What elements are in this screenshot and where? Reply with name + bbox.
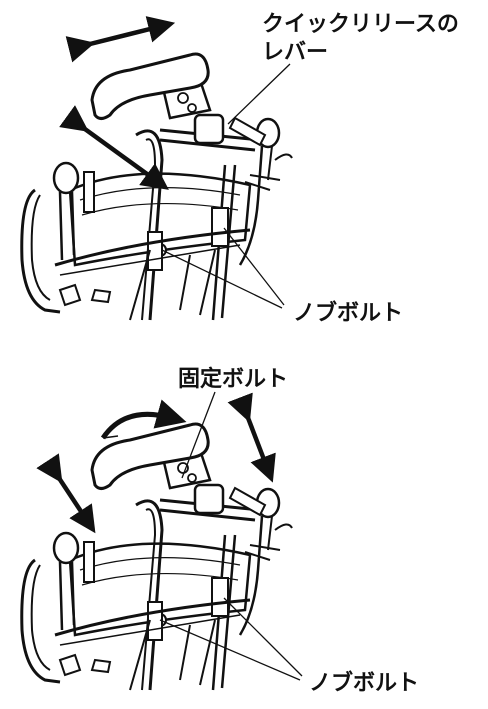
knob-bolt-label-top: ノブボルト bbox=[293, 301, 404, 326]
leader-quick-release bbox=[227, 63, 291, 125]
fixing-bolt-label: 固定ボルト bbox=[178, 367, 289, 392]
leader-knob-bottom-2 bbox=[223, 597, 303, 677]
leader-knob-top-1 bbox=[161, 249, 283, 309]
knob-bolt-label-bottom: ノブボルト bbox=[309, 671, 420, 696]
leader-fixing-bolt bbox=[181, 391, 216, 479]
angle-arrow-left bbox=[36, 453, 96, 534]
wheelchair-top-illustration bbox=[20, 16, 294, 322]
leader-knob-bottom-1 bbox=[159, 619, 301, 681]
angle-arrow-right bbox=[227, 392, 276, 483]
wheelchair-bottom-illustration bbox=[20, 391, 303, 692]
quick-release-lever-label-line2: レバー bbox=[262, 40, 329, 65]
slide-arrow bbox=[65, 16, 176, 63]
leader-knob-top-2 bbox=[223, 227, 285, 306]
quick-release-lever-label-line1: クイックリリースの bbox=[262, 12, 459, 37]
height-arrow bbox=[59, 105, 169, 190]
